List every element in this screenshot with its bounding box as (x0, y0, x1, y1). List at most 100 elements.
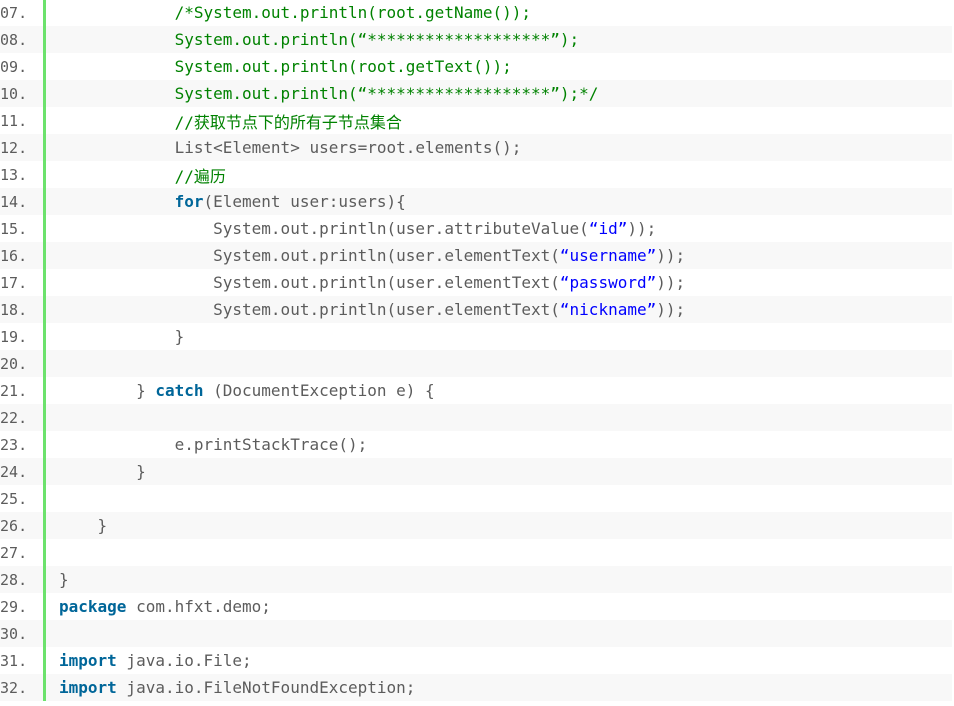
code-indent (59, 111, 175, 130)
code-content: } catch (DocumentException e) { (46, 377, 952, 404)
line-number-text: 215. (0, 219, 28, 238)
code-indent (59, 435, 175, 454)
code-line: 220. (0, 350, 952, 377)
code-token-plain: System.out.println(user.elementText( (213, 246, 560, 265)
line-number-text: 207. (0, 3, 28, 22)
code-content: System.out.println(root.getText()); (46, 53, 952, 80)
code-token-plain: )); (627, 219, 657, 238)
line-number: 221. (0, 377, 46, 404)
code-line: 218. System.out.println(user.elementText… (0, 296, 952, 323)
code-line: 214. for(Element user:users){ (0, 188, 952, 215)
code-content: } (46, 566, 952, 593)
code-content: System.out.println(“*******************”… (46, 80, 952, 107)
code-token-comment: //获取节点下的所有子节点集合 (174, 112, 402, 132)
code-token-plain: e.printStackTrace(); (174, 435, 368, 454)
code-content: //遍历 (46, 161, 952, 188)
line-number: 207. (0, 0, 46, 26)
code-token-keyword: import (59, 678, 117, 697)
line-number: 231. (0, 647, 46, 674)
line-number-text: 224. (0, 462, 28, 481)
code-indent (59, 84, 175, 103)
code-line: 226. } (0, 512, 952, 539)
line-number-text: 213. (0, 165, 28, 184)
line-number-text: 225. (0, 489, 28, 508)
code-line: 207. /*System.out.println(root.getName()… (0, 0, 952, 26)
code-token-comment: System.out.println(root.getText()); (174, 57, 512, 76)
code-token-string: “id” (588, 219, 628, 238)
code-indent (59, 219, 213, 238)
code-token-plain: (Element user:users){ (203, 192, 406, 211)
code-token-string: “password” (559, 273, 657, 292)
code-content (46, 539, 952, 566)
line-number: 223. (0, 431, 46, 458)
line-number-text: 220. (0, 354, 28, 373)
code-line: 227. (0, 539, 952, 566)
code-line: 223. e.printStackTrace(); (0, 431, 952, 458)
code-content: } (46, 512, 952, 539)
code-token-keyword: import (59, 651, 117, 670)
code-line: 215. System.out.println(user.attributeVa… (0, 215, 952, 242)
code-token-comment: System.out.println(“*******************”… (174, 84, 599, 103)
code-indent (59, 165, 175, 184)
code-token-keyword: package (59, 597, 127, 616)
code-line: 222. (0, 404, 952, 431)
code-content (46, 404, 952, 431)
code-line: 219. } (0, 323, 952, 350)
line-number: 228. (0, 566, 46, 593)
code-line: 209. System.out.println(root.getText()); (0, 53, 952, 80)
line-number: 215. (0, 215, 46, 242)
code-token-string: “username” (559, 246, 657, 265)
code-content (46, 350, 952, 377)
line-number: 213. (0, 161, 46, 188)
code-token-comment: System.out.println(“*******************”… (174, 30, 580, 49)
code-token-plain: } (136, 462, 146, 481)
code-line: 224. } (0, 458, 952, 485)
code-content: //获取节点下的所有子节点集合 (46, 107, 952, 134)
line-number-text: 229. (0, 597, 28, 616)
code-token-keyword: catch (155, 381, 204, 400)
code-indent (59, 138, 175, 157)
line-number: 209. (0, 53, 46, 80)
code-content: for(Element user:users){ (46, 188, 952, 215)
code-token-keyword: for (174, 192, 204, 211)
code-line: 221. } catch (DocumentException e) { (0, 377, 952, 404)
line-number: 211. (0, 107, 46, 134)
code-token-plain: (DocumentException e) { (203, 381, 435, 400)
line-number: 208. (0, 26, 46, 53)
line-number-text: 223. (0, 435, 28, 454)
code-indent (59, 246, 213, 265)
line-number: 210. (0, 80, 46, 107)
code-content: System.out.println(user.elementText(“pas… (46, 269, 952, 296)
line-number: 225. (0, 485, 46, 512)
code-line: 210. System.out.println(“***************… (0, 80, 952, 107)
line-number-text: 212. (0, 138, 28, 157)
line-number-text: 217. (0, 273, 28, 292)
code-indent (59, 381, 136, 400)
code-line: 213. //遍历 (0, 161, 952, 188)
line-number-text: 232. (0, 678, 28, 697)
line-number-text: 219. (0, 327, 28, 346)
line-number-text: 216. (0, 246, 28, 265)
code-token-plain: System.out.println(user.elementText( (213, 300, 560, 319)
line-number-text: 230. (0, 624, 28, 643)
line-number-text: 208. (0, 30, 28, 49)
line-number-text: 221. (0, 381, 28, 400)
code-token-plain: } (97, 516, 108, 535)
code-content: package com.hfxt.demo; (46, 593, 952, 620)
line-number: 212. (0, 134, 46, 161)
line-number-text: 210. (0, 84, 28, 103)
line-number: 219. (0, 323, 46, 350)
code-token-plain: System.out.println(user.attributeValue( (213, 219, 589, 238)
line-number: 230. (0, 620, 46, 647)
code-indent (59, 192, 175, 211)
code-content: System.out.println(“*******************”… (46, 26, 952, 53)
line-number-text: 211. (0, 111, 28, 130)
code-indent (59, 516, 98, 535)
code-token-plain: System.out.println(user.elementText( (213, 273, 560, 292)
code-token-plain: } (174, 327, 185, 346)
code-token-plain: )); (656, 273, 686, 292)
line-number: 216. (0, 242, 46, 269)
code-content: e.printStackTrace(); (46, 431, 952, 458)
code-content: } (46, 323, 952, 350)
